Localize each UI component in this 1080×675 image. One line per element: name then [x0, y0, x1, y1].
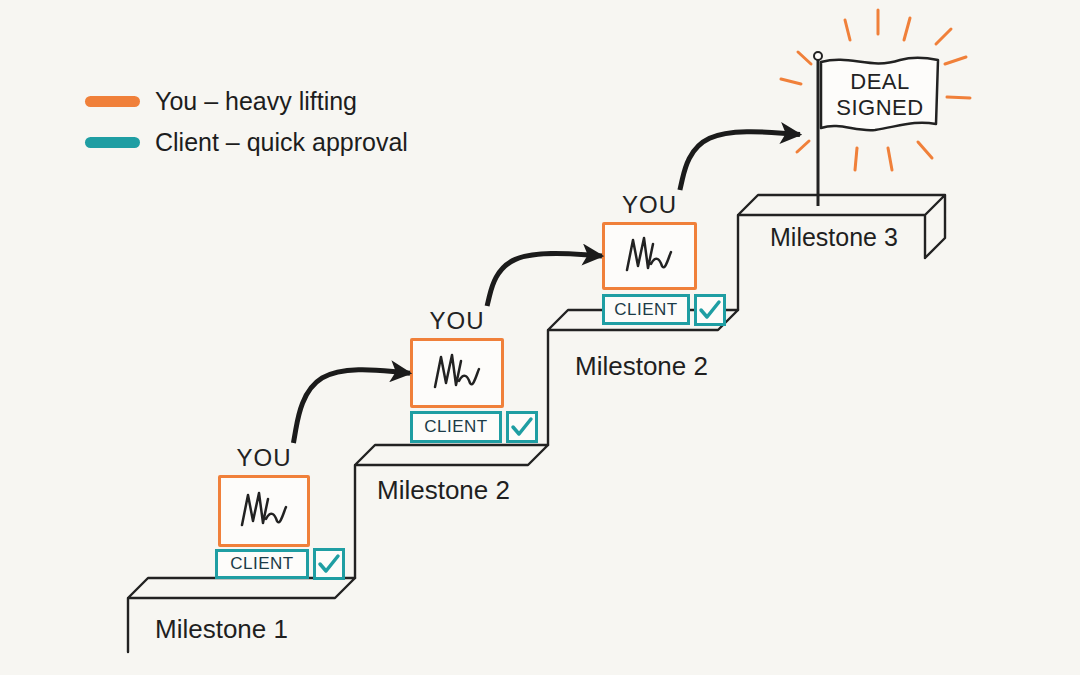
- sun-ray: [855, 148, 857, 170]
- progress-arrow: [293, 370, 410, 443]
- approval-box: CLIENT: [602, 294, 690, 325]
- box-outline: [218, 475, 310, 547]
- signature-scribble: [435, 355, 479, 387]
- milestone-label: Milestone 3: [770, 222, 990, 252]
- legend-label: You – heavy lifting: [155, 86, 495, 116]
- pole-knob: [814, 52, 822, 60]
- stair-step: [738, 195, 945, 310]
- goal-flag: DEAL SIGNED: [800, 46, 945, 210]
- sun-ray: [936, 29, 951, 44]
- box-outline: CLIENT: [410, 411, 502, 443]
- flag-label: DEAL SIGNED: [828, 69, 932, 121]
- sun-ray: [877, 10, 880, 34]
- box-heading: YOU: [208, 443, 320, 473]
- legend-label: Client – quick approval: [155, 127, 495, 157]
- sun-ray: [904, 18, 910, 40]
- sun-ray: [798, 52, 811, 64]
- progress-arrow: [487, 253, 602, 306]
- sun-ray: [947, 97, 970, 98]
- task-box: YOU: [602, 190, 697, 290]
- milestone-label: Milestone 2: [575, 351, 795, 381]
- sun-ray: [945, 57, 966, 64]
- stair-step: [355, 445, 548, 578]
- milestone-label: Milestone 1: [155, 614, 375, 644]
- milestone-label: Milestone 2: [377, 475, 597, 505]
- box-label: CLIENT: [614, 300, 677, 320]
- check-mark: [696, 296, 725, 325]
- legend-swatch: [85, 96, 140, 107]
- signature-scribble: [627, 238, 671, 270]
- box-outline: CLIENT: [602, 294, 690, 325]
- box-heading: YOU: [400, 306, 514, 336]
- box-outline: CLIENT: [215, 549, 309, 579]
- approval-box: CLIENT: [215, 549, 309, 579]
- flag-cloth: [821, 58, 938, 131]
- check-mark: [508, 413, 537, 442]
- legend-swatch: [85, 137, 140, 148]
- sun-ray: [918, 142, 932, 158]
- sun-ray: [781, 79, 801, 84]
- box-label: CLIENT: [424, 417, 487, 437]
- progress-arrow: [680, 132, 800, 190]
- box-heading: YOU: [592, 190, 707, 220]
- check-mark: [315, 550, 344, 579]
- task-box: YOU: [218, 443, 310, 547]
- approval-box: CLIENT: [410, 411, 502, 443]
- sun-ray: [845, 20, 850, 40]
- box-label: CLIENT: [230, 554, 293, 574]
- sun-rays: [781, 10, 970, 170]
- sun-ray: [797, 141, 809, 152]
- sun-ray: [888, 148, 892, 170]
- box-outline: [410, 338, 504, 408]
- signature-scribble: [242, 493, 286, 525]
- task-box: YOU: [410, 306, 504, 408]
- flag-pole: [817, 60, 820, 206]
